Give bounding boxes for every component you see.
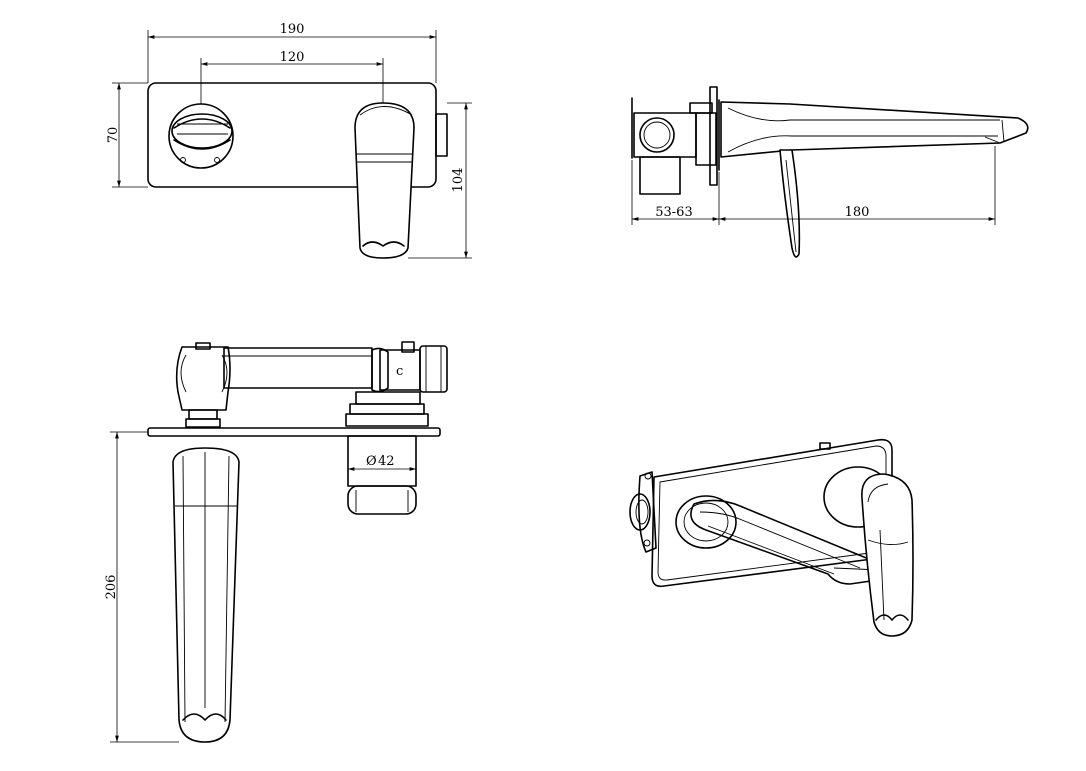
side-cartridge-lower xyxy=(639,156,681,195)
front-view: 190 120 70 104 xyxy=(106,22,472,259)
top-wall-plate xyxy=(147,427,441,437)
side-lever xyxy=(779,149,801,258)
dim-front-total-height: 104 xyxy=(451,168,466,193)
iso-spout xyxy=(690,499,883,585)
side-wall-plate xyxy=(709,86,718,186)
dim-top-body-diameter-symbol: Ø xyxy=(366,454,377,469)
iso-diverter-side xyxy=(638,471,657,553)
side-spout xyxy=(720,101,1029,158)
top-lever-handle xyxy=(172,447,240,743)
iso-wall-plate xyxy=(651,438,893,588)
dim-top-body-diameter: 42 xyxy=(378,454,395,469)
dim-front-width: 190 xyxy=(280,22,305,37)
top-connecting-pipe xyxy=(223,347,373,389)
top-body-cap xyxy=(347,485,417,515)
side-view: 53-63 180 xyxy=(631,86,1029,258)
top-diverter-block xyxy=(175,346,231,411)
top-view: c 206 Ø 42 xyxy=(104,341,448,743)
dim-side-spout-reach: 180 xyxy=(845,205,870,220)
iso-lever-handle xyxy=(861,473,914,637)
dim-front-centers: 120 xyxy=(280,50,305,65)
front-lever-handle xyxy=(354,102,415,259)
iso-spout-socket xyxy=(675,495,737,549)
front-side-stub xyxy=(435,113,448,157)
isometric-view xyxy=(629,438,914,637)
svg-text:c: c xyxy=(396,364,403,379)
dim-side-wall-depth: 53-63 xyxy=(655,205,692,220)
front-diverter-knob xyxy=(168,103,234,169)
side-cartridge-circle xyxy=(639,117,675,153)
dim-front-plate-height: 70 xyxy=(106,127,121,144)
dim-top-spout-length: 206 xyxy=(104,575,119,600)
top-mixer-cap xyxy=(419,345,448,393)
